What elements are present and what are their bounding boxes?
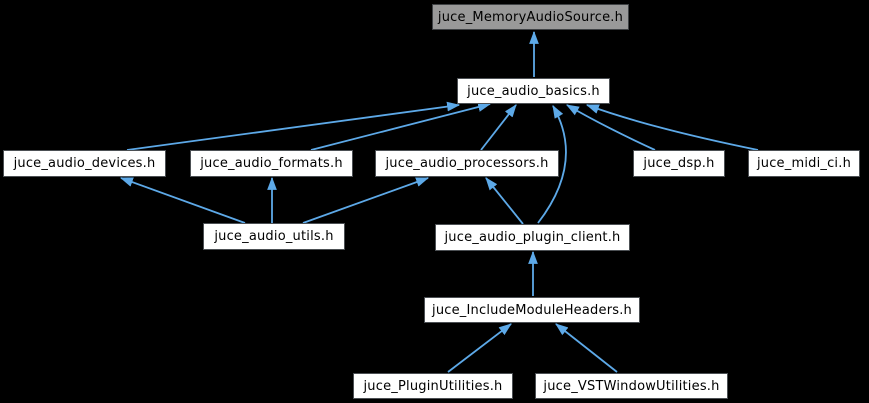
node-plugin_utilities[interactable]: juce_PluginUtilities.h [353,373,513,399]
node-plugin_client[interactable]: juce_audio_plugin_client.h [435,224,630,251]
node-memory[interactable]: juce_MemoryAudioSource.h [432,4,629,30]
node-formats[interactable]: juce_audio_formats.h [190,150,353,177]
node-utils[interactable]: juce_audio_utils.h [203,223,345,250]
edge-midi_ci-to-basics [585,104,759,151]
edge-utils-to-devices [119,177,246,224]
node-devices[interactable]: juce_audio_devices.h [3,150,166,177]
edge-utils-to-processors [302,177,430,224]
node-include_headers[interactable]: juce_IncludeModuleHeaders.h [424,297,640,323]
edge-vst_window-to-include_headers [555,323,618,373]
node-dsp[interactable]: juce_dsp.h [633,150,725,177]
node-basics[interactable]: juce_audio_basics.h [457,78,610,104]
edge-devices-to-basics [126,101,461,151]
edge-plugin_client-to-processors [485,177,524,225]
edge-processors-to-basics [480,104,517,151]
node-vst_window[interactable]: juce_VSTWindowUtilities.h [535,373,728,399]
node-processors[interactable]: juce_audio_processors.h [375,150,559,177]
node-midi_ci[interactable]: juce_midi_ci.h [748,150,860,177]
edge-plugin_client-to-basics [537,105,567,224]
edge-plugin_utilities-to-include_headers [447,323,512,373]
edge-dsp-to-basics [566,104,656,151]
edge-formats-to-basics [310,102,492,151]
